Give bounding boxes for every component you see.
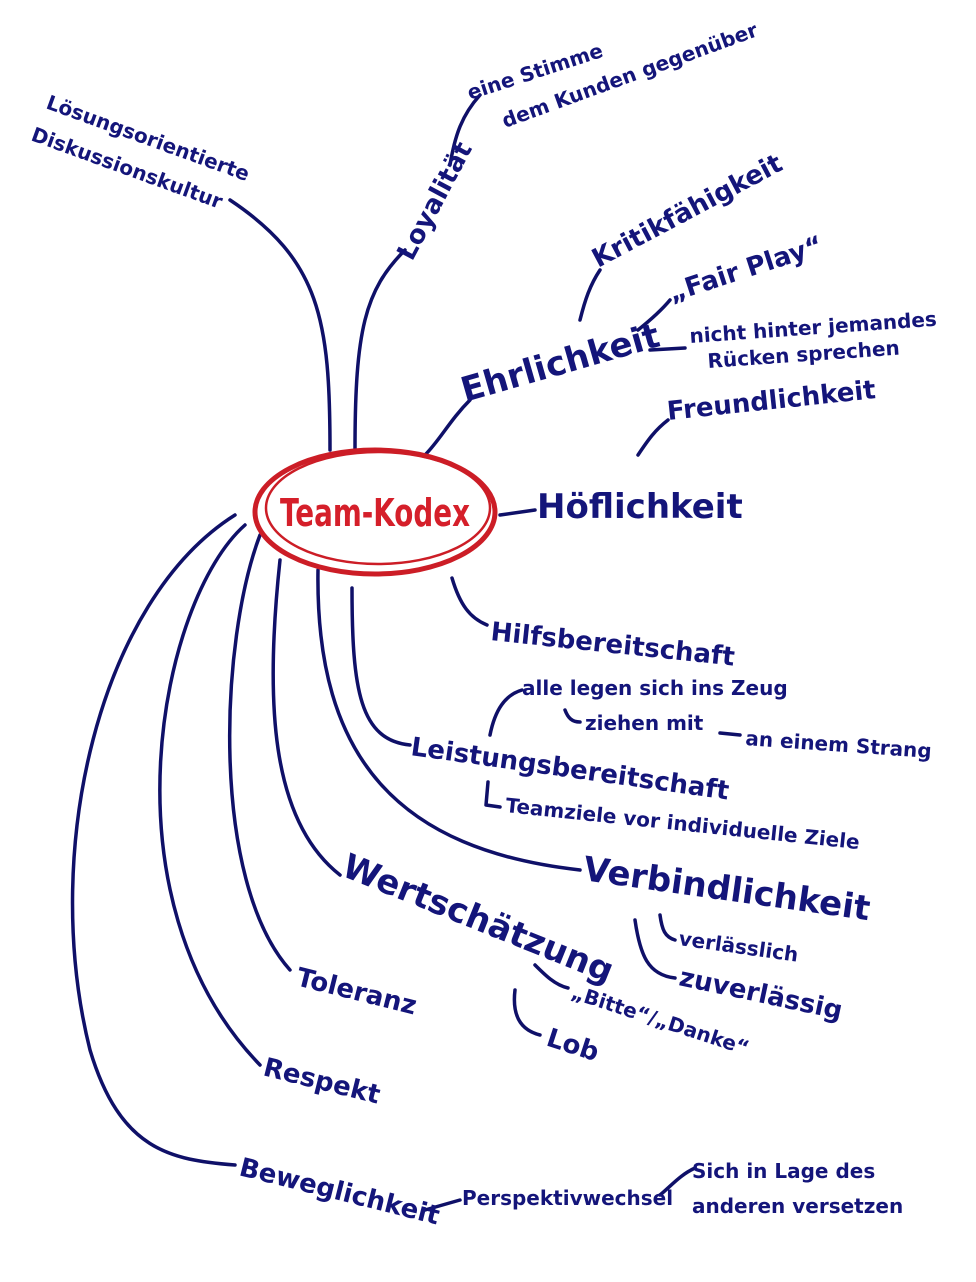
- label-hoeflichkeit: Höflichkeit: [537, 487, 743, 527]
- label-alle-legen-sich: alle legen sich ins Zeug: [522, 676, 788, 700]
- branch-line-lob: [512, 988, 542, 1037]
- branch-line-respekt: [158, 523, 262, 1067]
- label-teamziele: Teamziele vor individuelle Ziele: [504, 793, 860, 854]
- branch-line-verbindlichkeit: [316, 568, 582, 872]
- center-node-ellipse-inner: [264, 450, 492, 566]
- label-verlaesslich: verlässlich: [677, 926, 800, 967]
- branch-line-hilfsbereitschaft: [450, 576, 489, 627]
- branch-line-beweglichkeit: [70, 513, 237, 1167]
- label-freundlichkeit: Freundlichkeit: [666, 375, 877, 427]
- branch-line-zeug: [488, 688, 524, 737]
- branch-line-lage: [658, 1166, 697, 1197]
- branch-line-fairplay: [636, 298, 672, 332]
- branch-line-freundlichkeit: [636, 418, 670, 457]
- label-verbindlichkeit: Verbindlichkeit: [581, 849, 873, 929]
- branch-line-leistung: [350, 586, 412, 747]
- branch-line-kritik: [578, 268, 602, 322]
- branch-line-verlaesslich: [658, 913, 677, 942]
- label-lob: Lob: [543, 1023, 603, 1068]
- label-fair-play: „Fair Play“: [665, 231, 827, 309]
- label-ziehen-mit: ziehen mit: [585, 711, 704, 735]
- branch-line-hinter: [648, 346, 687, 352]
- branch-line-loesung: [228, 198, 332, 452]
- label-zuverlaessig: zuverlässig: [677, 963, 846, 1027]
- branch-line-toleranz: [227, 533, 292, 972]
- label-perspektivwechsel: Perspektivwechsel: [462, 1186, 673, 1210]
- label-hilfsbereitschaft: Hilfsbereitschaft: [489, 617, 736, 672]
- label-sich-in-lage: Sich in Lage des: [692, 1159, 875, 1183]
- center-node-ellipse: [252, 447, 498, 577]
- label-respekt: Respekt: [260, 1053, 383, 1111]
- label-an-einem-strang: an einem Strang: [745, 726, 933, 763]
- branch-line-bitte: [533, 963, 570, 990]
- branch-line-strang: [718, 731, 742, 737]
- label-toleranz: Toleranz: [293, 963, 419, 1022]
- branch-line-perspektiv: [423, 1198, 462, 1212]
- center-label: Team-Kodex: [280, 491, 470, 535]
- branch-line-ehrlichkeit: [423, 398, 472, 457]
- branch-line-hoeflichkeit: [498, 508, 537, 517]
- branch-line-wertschaetzung: [271, 558, 342, 877]
- branch-line-loyal-sub: [448, 93, 482, 167]
- label-leistungsbereitschaft: Leistungsbereitschaft: [409, 732, 731, 806]
- branch-line-teamziele: [484, 780, 502, 809]
- label-loyalitaet: Loyalität: [392, 137, 479, 265]
- label-ehrlichkeit: Ehrlichkeit: [456, 316, 664, 411]
- branch-line-ziehen: [563, 708, 582, 724]
- label-anderen-versetzen: anderen versetzen: [692, 1194, 903, 1218]
- label-beweglichkeit: Beweglichkeit: [236, 1153, 442, 1232]
- branch-line-loyalitaet: [353, 248, 407, 452]
- branch-line-zuverlaessig: [633, 918, 677, 980]
